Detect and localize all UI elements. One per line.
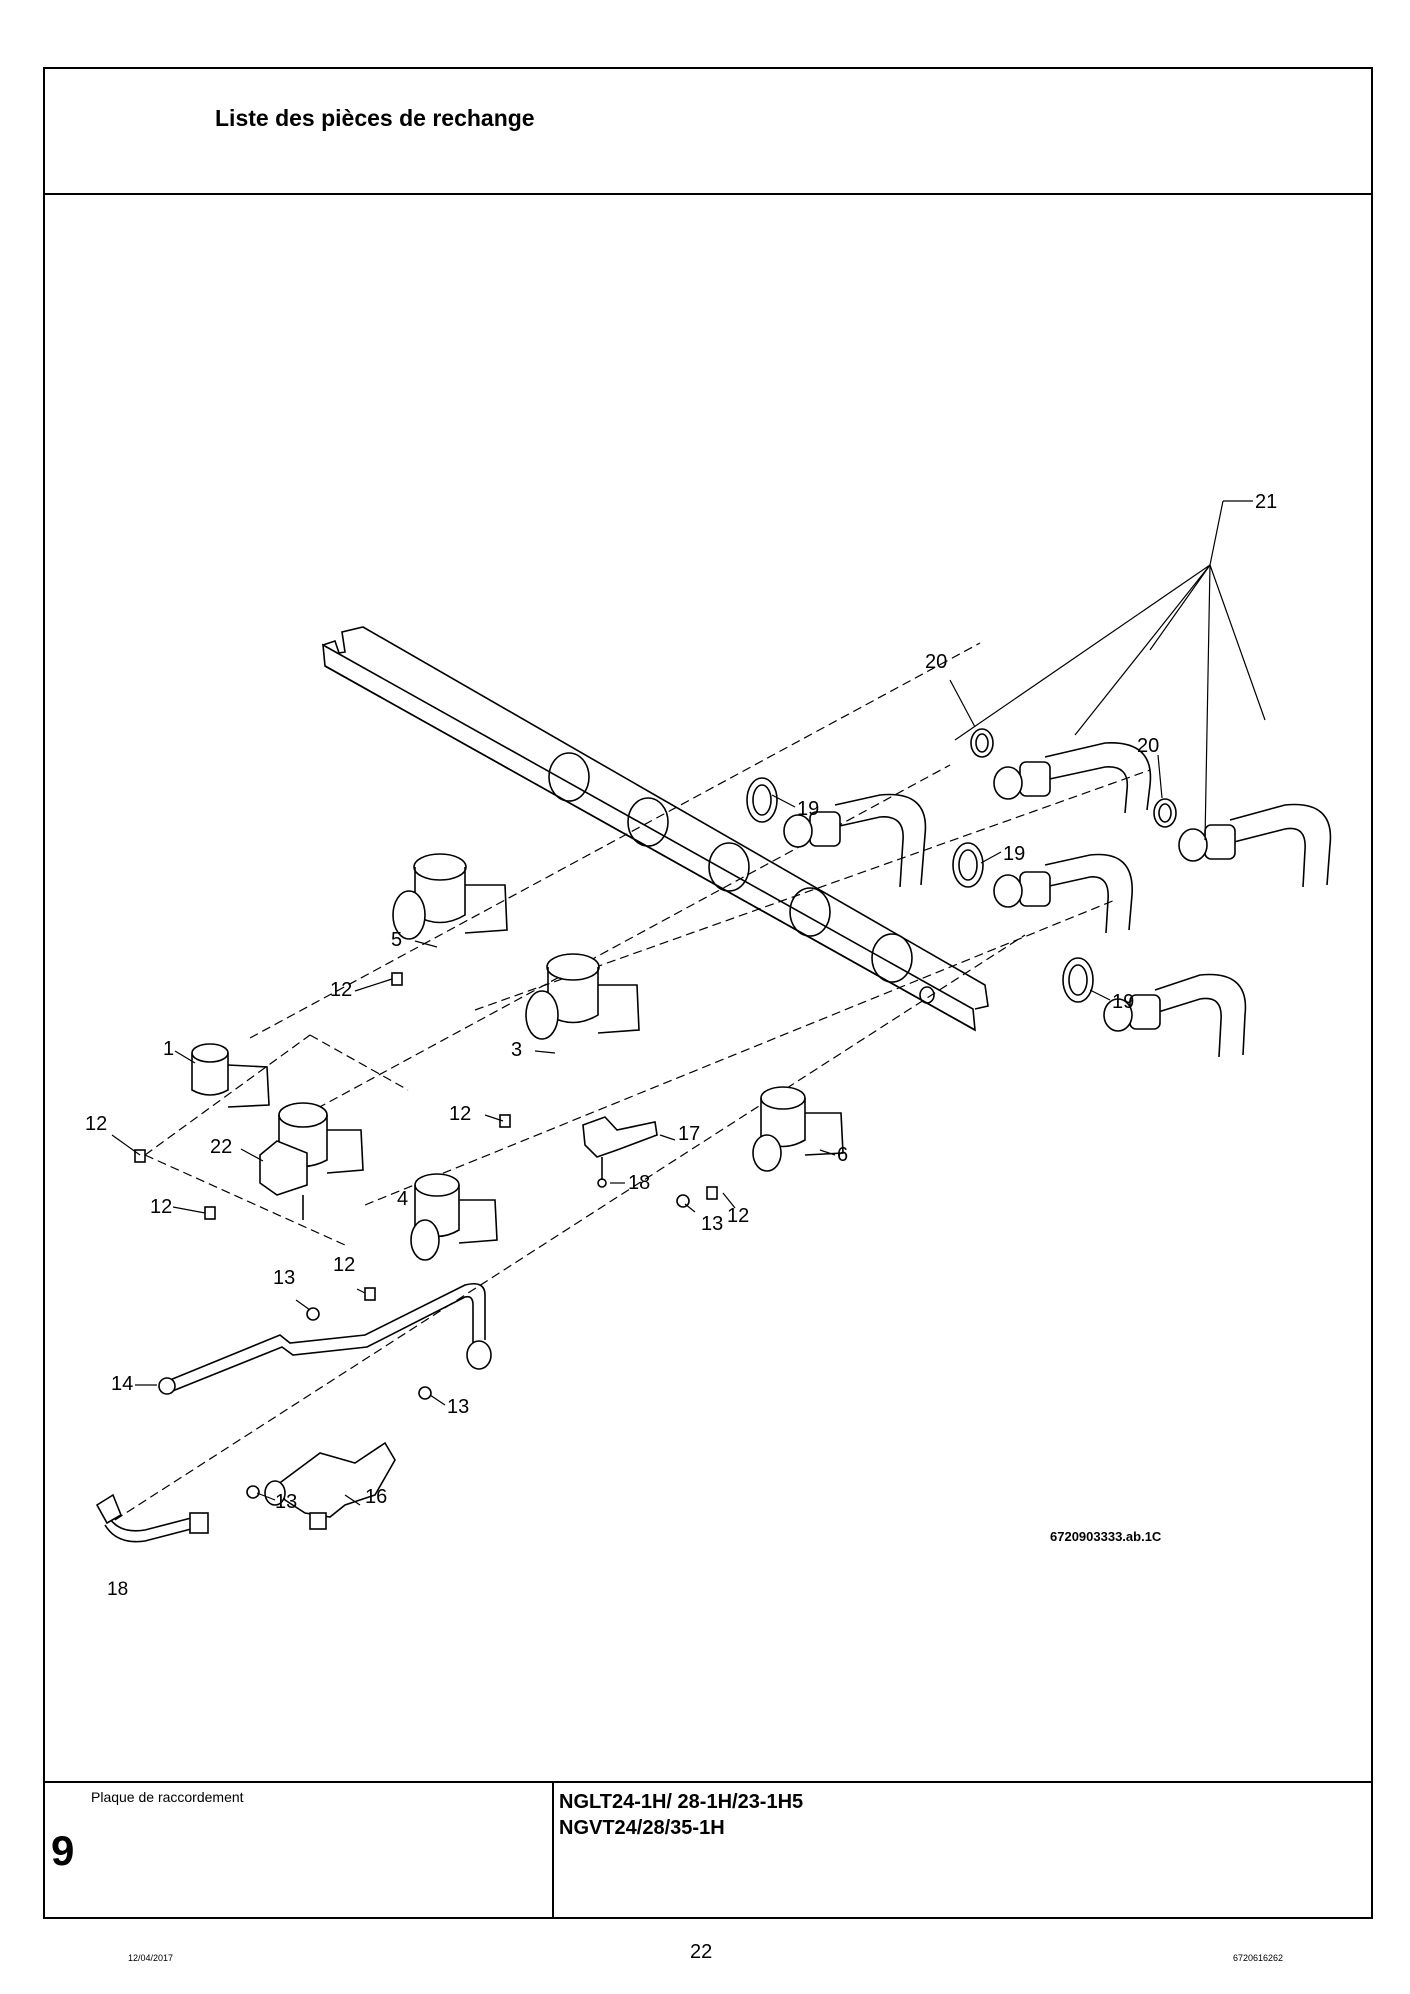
model-line-2: NGVT24/28/35-1H: [559, 1817, 725, 1839]
valve-fitting-icon: [752, 1086, 844, 1172]
header-cell: Liste des pièces de rechange: [45, 69, 1371, 195]
sealing-ring-icon: [952, 842, 984, 888]
bent-pipe-icon: [783, 793, 927, 888]
document-reference: 6720616262: [1233, 1953, 1284, 1963]
date-text: 12/04/2017: [128, 1953, 174, 1963]
gas-tube-icon: [95, 1493, 209, 1543]
valve-fitting-icon: [410, 1173, 498, 1261]
callout-22: 22: [210, 1136, 232, 1158]
gas-valve-icon: [264, 1441, 396, 1530]
callout-14: 14: [111, 1373, 133, 1395]
footer-divider: [552, 1783, 554, 1919]
gas-tube-icon: [158, 1282, 492, 1395]
valve-fitting-icon: [392, 853, 508, 940]
callout-19: 19: [797, 798, 819, 820]
callout-12: 12: [85, 1113, 107, 1135]
section-number: 9: [51, 1827, 75, 1874]
sealing-ring-icon: [1062, 957, 1094, 1003]
valve-fitting-icon: [259, 1102, 364, 1220]
sealing-ring-icon: [970, 728, 994, 758]
callout-20: 20: [925, 651, 947, 673]
callout-12: 12: [150, 1196, 172, 1218]
callout-labels: 21 20 20 19 19 19 5 12 3 1 12 22 12 12 1…: [85, 491, 1277, 1600]
screw-icon: [134, 972, 718, 1301]
washer-icon: [246, 1194, 690, 1499]
callout-4: 4: [397, 1188, 408, 1210]
callout-13: 13: [273, 1267, 295, 1289]
exploded-view-drawing: 21 20 20 19 19 19 5 12 3 1 12 22 12 12 1…: [45, 195, 1371, 1781]
page-frame: Liste des pièces de rechange: [43, 67, 1373, 1919]
footer-cell: Plaque de raccordement 9 NGLT24-1H/ 28-1…: [45, 1781, 1371, 1919]
manifold-plate-icon: [322, 626, 989, 1032]
bent-pipe-icon: [1178, 803, 1332, 888]
drawing-reference-code: 6720903333.ab.1C: [1050, 1529, 1162, 1544]
bent-pipe-icon: [993, 853, 1133, 934]
callout-13: 13: [447, 1396, 469, 1418]
callout-1: 1: [163, 1038, 174, 1060]
elbow-fitting-icon: [191, 1043, 270, 1108]
model-line-1: NGLT24-1H/ 28-1H/23-1H5: [559, 1791, 804, 1813]
callout-12: 12: [330, 979, 352, 1001]
sealing-ring-icon: [746, 777, 778, 823]
page-title: Liste des pièces de rechange: [215, 105, 535, 131]
bent-pipe-icon: [1103, 973, 1247, 1058]
callout-19: 19: [1112, 991, 1134, 1013]
page-number: 22: [690, 1941, 713, 1963]
leader-lines: [111, 500, 1266, 1506]
sealing-ring-icon: [1153, 798, 1177, 828]
assembly-lines: [114, 642, 1151, 1521]
callout-3: 3: [511, 1039, 522, 1061]
callout-19: 19: [1003, 843, 1025, 865]
callout-12: 12: [449, 1103, 471, 1125]
callout-17: 16: [365, 1486, 387, 1508]
callout-16: 18: [628, 1172, 650, 1194]
callout-20: 20: [1137, 735, 1159, 757]
callout-13: 13: [275, 1491, 297, 1513]
valve-fitting-icon: [525, 953, 640, 1040]
callout-18: 18: [107, 1579, 128, 1600]
callout-6: 6: [837, 1144, 848, 1166]
callout-12: 12: [333, 1254, 355, 1276]
callout-15: 17: [678, 1123, 700, 1145]
section-label: Plaque de raccordement: [91, 1789, 244, 1805]
callout-5: 5: [391, 929, 402, 951]
callout-21: 21: [1255, 491, 1277, 513]
callout-12: 12: [727, 1205, 749, 1227]
clip-icon: [582, 1116, 658, 1188]
exploded-view-svg: 21 20 20 19 19 19 5 12 3 1 12 22 12 12 1…: [85, 491, 1332, 1600]
bent-pipe-icon: [993, 742, 1152, 814]
callout-13: 13: [701, 1213, 723, 1235]
